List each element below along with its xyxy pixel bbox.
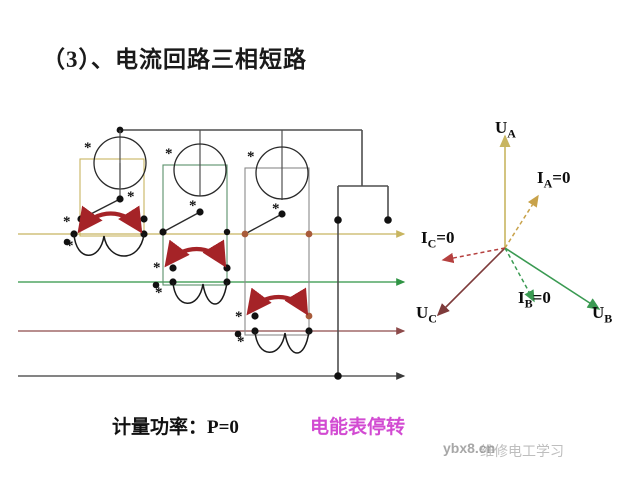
switch-node-b-lower (159, 228, 167, 236)
current-coil-a (73, 233, 145, 257)
node-tee-right (384, 216, 392, 224)
polarity-mark-c-coil-bot: * (237, 334, 245, 350)
polarity-mark-c-top: * (247, 149, 255, 165)
current-coil-c (254, 330, 310, 354)
phasor-label-IC: IC=0 (421, 228, 455, 251)
switch-link-b (162, 211, 201, 233)
meter-status-text: 电能表停转 (310, 417, 406, 438)
ct-group-phase-c: * * * * (234, 130, 313, 354)
phasor-vector-IA (504, 194, 539, 249)
ct-group-phase-b: * * * * (152, 130, 231, 305)
switch-node-c-lower (241, 230, 249, 238)
phasor-vector-IB (504, 247, 535, 303)
coil-terminal-b-right (223, 264, 231, 272)
polarity-mark-a-coil-bot: * (66, 238, 74, 254)
switch-node-c-upper (278, 210, 286, 218)
polarity-mark-c-coil-top: * (235, 309, 243, 325)
switch-node-c-right (305, 230, 313, 238)
switch-node-a-upper (116, 195, 124, 203)
polarity-mark-b-coil-bot: * (155, 285, 163, 301)
polarity-mark-c-mid: * (272, 201, 280, 217)
node-neutral-tap (334, 372, 342, 380)
coil-terminal-c-left (251, 312, 259, 320)
ct-circle-c (255, 146, 309, 200)
phasor-label-UC: UC (416, 303, 437, 326)
polarity-mark-a-coil-top: * (63, 214, 71, 230)
phasor-vector-UB (504, 247, 601, 310)
switch-node-a-right (140, 215, 148, 223)
phasor-label-UA: UA (495, 118, 516, 141)
ct-box-a (79, 158, 145, 237)
phasor-vector-UC (436, 247, 506, 317)
node-tee-left (334, 216, 342, 224)
ct-group-phase-a: * * * * (63, 130, 148, 257)
polarity-mark-b-top: * (165, 146, 173, 162)
coil-dot-b-extra (152, 281, 160, 289)
coil-dot-a-extra (63, 238, 71, 246)
ct-box-b (162, 164, 228, 286)
switch-node-a-lower (77, 215, 85, 223)
polarity-mark-b-coil-top: * (153, 260, 161, 276)
phasor-vector-IC (441, 247, 506, 264)
power-result-text: 计量功率：P=0 (112, 417, 239, 438)
phasor-label-IA: IA=0 (537, 168, 571, 191)
current-coil-b (172, 281, 228, 305)
switch-link-c (244, 213, 283, 235)
phasor-diagram (436, 134, 601, 317)
polarity-mark-a-mid: * (127, 189, 135, 205)
ct-circle-b (173, 143, 227, 197)
coil-terminal-c-right (305, 312, 313, 320)
bus-lines (18, 230, 406, 380)
switch-node-b-right (223, 228, 231, 236)
coil-terminal-b-left (169, 264, 177, 272)
watermark-primary: ybx8.cn (443, 440, 496, 456)
page-title: （3）、电流回路三相短路 (42, 47, 307, 72)
polarity-mark-a-top: * (84, 140, 92, 156)
primary-bus (120, 129, 389, 376)
short-circuit-arrow-c (246, 287, 309, 316)
short-circuit-arrow-a (77, 205, 143, 234)
ct-box-c (244, 167, 310, 336)
phasor-label-UB: UB (592, 303, 613, 326)
switch-node-b-upper (196, 208, 204, 216)
polarity-mark-b-mid: * (189, 198, 197, 214)
coil-dot-c-extra (234, 330, 242, 338)
watermark-secondary: 维修电工学习 (480, 443, 564, 459)
short-circuit-arrow-b (164, 239, 227, 268)
phasor-label-IB: IB=0 (518, 288, 551, 311)
